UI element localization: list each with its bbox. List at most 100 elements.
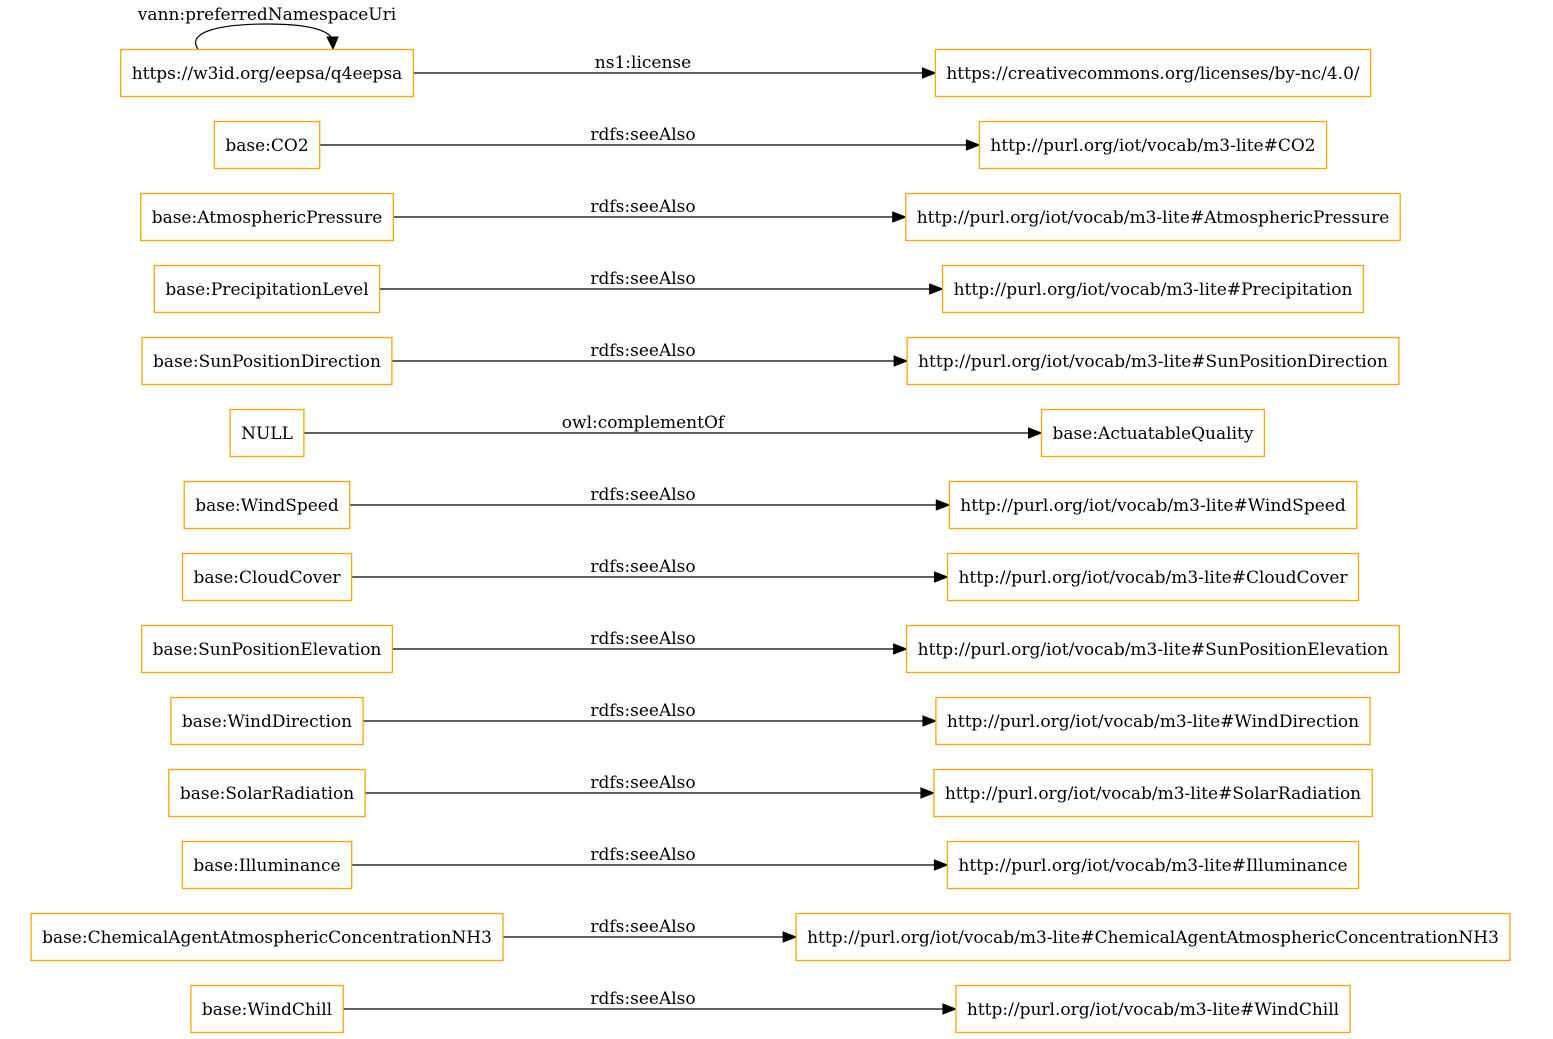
edge-arrowhead <box>1028 427 1043 439</box>
subject-node-label: base:ChemicalAgentAtmosphericConcentrati… <box>42 928 492 948</box>
object-node-http-purl-org-iot-vocab-m3-lite-atmosphericpressure: http://purl.org/iot/vocab/m3-lite#Atmosp… <box>905 192 1401 242</box>
edge-label-rdfs-seealso: rdfs:seeAlso <box>590 341 695 361</box>
edge-arrowhead <box>942 1003 958 1015</box>
subject-node-label: https://w3id.org/eepsa/q4eepsa <box>132 64 403 84</box>
object-node-box <box>946 552 1360 602</box>
object-node-box <box>934 48 1372 98</box>
subject-node-base-solarradiation: base:SolarRadiation <box>168 768 366 818</box>
object-node-https-creativecommons-org-licenses-by-nc-4-0: https://creativecommons.org/licenses/by-… <box>934 48 1372 98</box>
subject-node-base-windchill: base:WindChill <box>190 984 344 1034</box>
subject-node-box <box>140 624 394 674</box>
subject-node-box <box>181 840 353 890</box>
edge-label-rdfs-seealso: rdfs:seeAlso <box>590 269 695 289</box>
edge-label-rdfs-seealso: rdfs:seeAlso <box>590 557 695 577</box>
subject-node-base-cloudcover: base:CloudCover <box>181 552 353 602</box>
edge-arrowhead <box>922 715 938 727</box>
edge-arrowhead <box>782 931 798 943</box>
object-node-box <box>795 912 1511 962</box>
object-node-label: http://purl.org/iot/vocab/m3-lite#Illumi… <box>958 856 1347 876</box>
object-node-label: http://purl.org/iot/vocab/m3-lite#CO2 <box>990 136 1315 156</box>
edge-label-rdfs-seealso: rdfs:seeAlso <box>590 917 695 937</box>
subject-node-label: base:CloudCover <box>193 568 341 588</box>
subject-node-https-w3id-org-eepsa-q4eepsa: https://w3id.org/eepsa/q4eepsa <box>120 48 414 98</box>
edge-label-ns1-license: ns1:license <box>595 53 691 73</box>
object-node-box <box>935 696 1371 746</box>
edge-label-rdfs-seealso: rdfs:seeAlso <box>590 773 695 793</box>
object-node-label: http://purl.org/iot/vocab/m3-lite#SolarR… <box>945 784 1361 804</box>
subject-node-box <box>190 984 344 1034</box>
edge-label-owl-complementof: owl:complementOf <box>562 413 726 433</box>
object-node-label: http://purl.org/iot/vocab/m3-lite#WindSp… <box>960 496 1346 516</box>
subject-node-label: base:SunPositionElevation <box>153 640 382 660</box>
object-node-label: http://purl.org/iot/vocab/m3-lite#CloudC… <box>958 568 1348 588</box>
subject-node-label: base:WindSpeed <box>195 496 339 516</box>
edge-label-rdfs-seealso: rdfs:seeAlso <box>590 485 695 505</box>
object-node-box <box>946 840 1360 890</box>
subject-node-box <box>153 264 381 314</box>
edge-arrowhead <box>893 643 908 655</box>
edge-label-rdfs-seealso: rdfs:seeAlso <box>590 125 695 145</box>
subject-node-base-precipitationlevel: base:PrecipitationLevel <box>153 264 381 314</box>
object-node-http-purl-org-iot-vocab-m3-lite-illuminance: http://purl.org/iot/vocab/m3-lite#Illumi… <box>946 840 1360 890</box>
subject-node-box <box>168 768 366 818</box>
object-node-box <box>933 768 1373 818</box>
subject-node-box <box>181 552 353 602</box>
subject-node-base-sunpositionelevation: base:SunPositionElevation <box>140 624 394 674</box>
subject-node-base-sunpositiondirection: base:SunPositionDirection <box>141 336 393 386</box>
subject-node-box <box>229 408 305 458</box>
object-node-base-actuatablequality: base:ActuatableQuality <box>1040 408 1266 458</box>
edge-label-rdfs-seealso: rdfs:seeAlso <box>590 845 695 865</box>
edge-arrowhead <box>933 859 949 871</box>
object-node-label: http://purl.org/iot/vocab/m3-lite#Precip… <box>954 280 1353 300</box>
subject-node-null: NULL <box>229 408 305 458</box>
subject-node-base-atmosphericpressure: base:AtmosphericPressure <box>140 192 394 242</box>
object-node-http-purl-org-iot-vocab-m3-lite-chemicalagentatmosphericconcentrationnh3: http://purl.org/iot/vocab/m3-lite#Chemic… <box>795 912 1511 962</box>
edge-label-rdfs-seealso: rdfs:seeAlso <box>590 989 695 1009</box>
object-node-http-purl-org-iot-vocab-m3-lite-cloudcover: http://purl.org/iot/vocab/m3-lite#CloudC… <box>946 552 1360 602</box>
subject-node-box <box>141 336 393 386</box>
object-node-box <box>978 120 1328 170</box>
object-node-http-purl-org-iot-vocab-m3-lite-winddirection: http://purl.org/iot/vocab/m3-lite#WindDi… <box>935 696 1371 746</box>
subject-node-label: base:PrecipitationLevel <box>165 280 368 300</box>
object-node-label: base:ActuatableQuality <box>1053 424 1254 444</box>
edge-label-rdfs-seealso: rdfs:seeAlso <box>590 197 695 217</box>
nodes: https://w3id.org/eepsa/q4eepsa https://cr… <box>30 48 1511 1034</box>
subject-node-box <box>170 696 364 746</box>
edge-arrowhead <box>893 355 909 367</box>
object-node-box <box>1040 408 1266 458</box>
edge-arrowhead <box>929 283 944 295</box>
object-node-http-purl-org-iot-vocab-m3-lite-co2: http://purl.org/iot/vocab/m3-lite#CO2 <box>978 120 1328 170</box>
object-node-box <box>905 192 1401 242</box>
subject-node-box <box>120 48 414 98</box>
subject-node-base-chemicalagentatmosphericconcentrationnh3: base:ChemicalAgentAtmosphericConcentrati… <box>30 912 504 962</box>
object-node-label: http://purl.org/iot/vocab/m3-lite#WindDi… <box>947 712 1359 732</box>
object-node-box <box>941 264 1365 314</box>
subject-node-label: base:SunPositionDirection <box>153 352 381 372</box>
edge-arrowhead <box>892 211 908 223</box>
edge-arrowhead <box>921 67 937 79</box>
subject-node-label: base:CO2 <box>225 136 308 156</box>
subject-node-box <box>30 912 504 962</box>
edge-arrowhead <box>965 139 981 151</box>
subject-node-base-co2: base:CO2 <box>213 120 321 170</box>
object-node-label: http://purl.org/iot/vocab/m3-lite#Atmosp… <box>917 208 1390 228</box>
subject-node-label: base:WindChill <box>202 1000 332 1020</box>
edge-arrowhead <box>920 787 936 799</box>
self-loop-arrowhead <box>326 36 339 51</box>
subject-node-base-winddirection: base:WindDirection <box>170 696 364 746</box>
subject-node-base-windspeed: base:WindSpeed <box>183 480 351 530</box>
edge-label-rdfs-seealso: rdfs:seeAlso <box>590 701 695 721</box>
edge-label-rdfs-seealso: rdfs:seeAlso <box>590 629 695 649</box>
edge-arrowhead <box>935 499 951 511</box>
edge-arrowhead <box>934 571 949 583</box>
subject-node-label: base:WindDirection <box>182 712 352 732</box>
object-node-http-purl-org-iot-vocab-m3-lite-precipitation: http://purl.org/iot/vocab/m3-lite#Precip… <box>941 264 1365 314</box>
object-node-http-purl-org-iot-vocab-m3-lite-sunpositionelevation: http://purl.org/iot/vocab/m3-lite#SunPos… <box>905 624 1400 674</box>
edges: ns1:license rdfs:seeAlso rdfs:seeAlso rdfs:… <box>303 53 1043 1015</box>
object-node-label: http://purl.org/iot/vocab/m3-lite#SunPos… <box>918 352 1388 372</box>
object-node-label: http://purl.org/iot/vocab/m3-lite#SunPos… <box>918 640 1389 660</box>
object-node-box <box>905 624 1400 674</box>
object-node-label: https://creativecommons.org/licenses/by-… <box>946 64 1360 84</box>
subject-node-label: base:AtmosphericPressure <box>152 208 383 228</box>
